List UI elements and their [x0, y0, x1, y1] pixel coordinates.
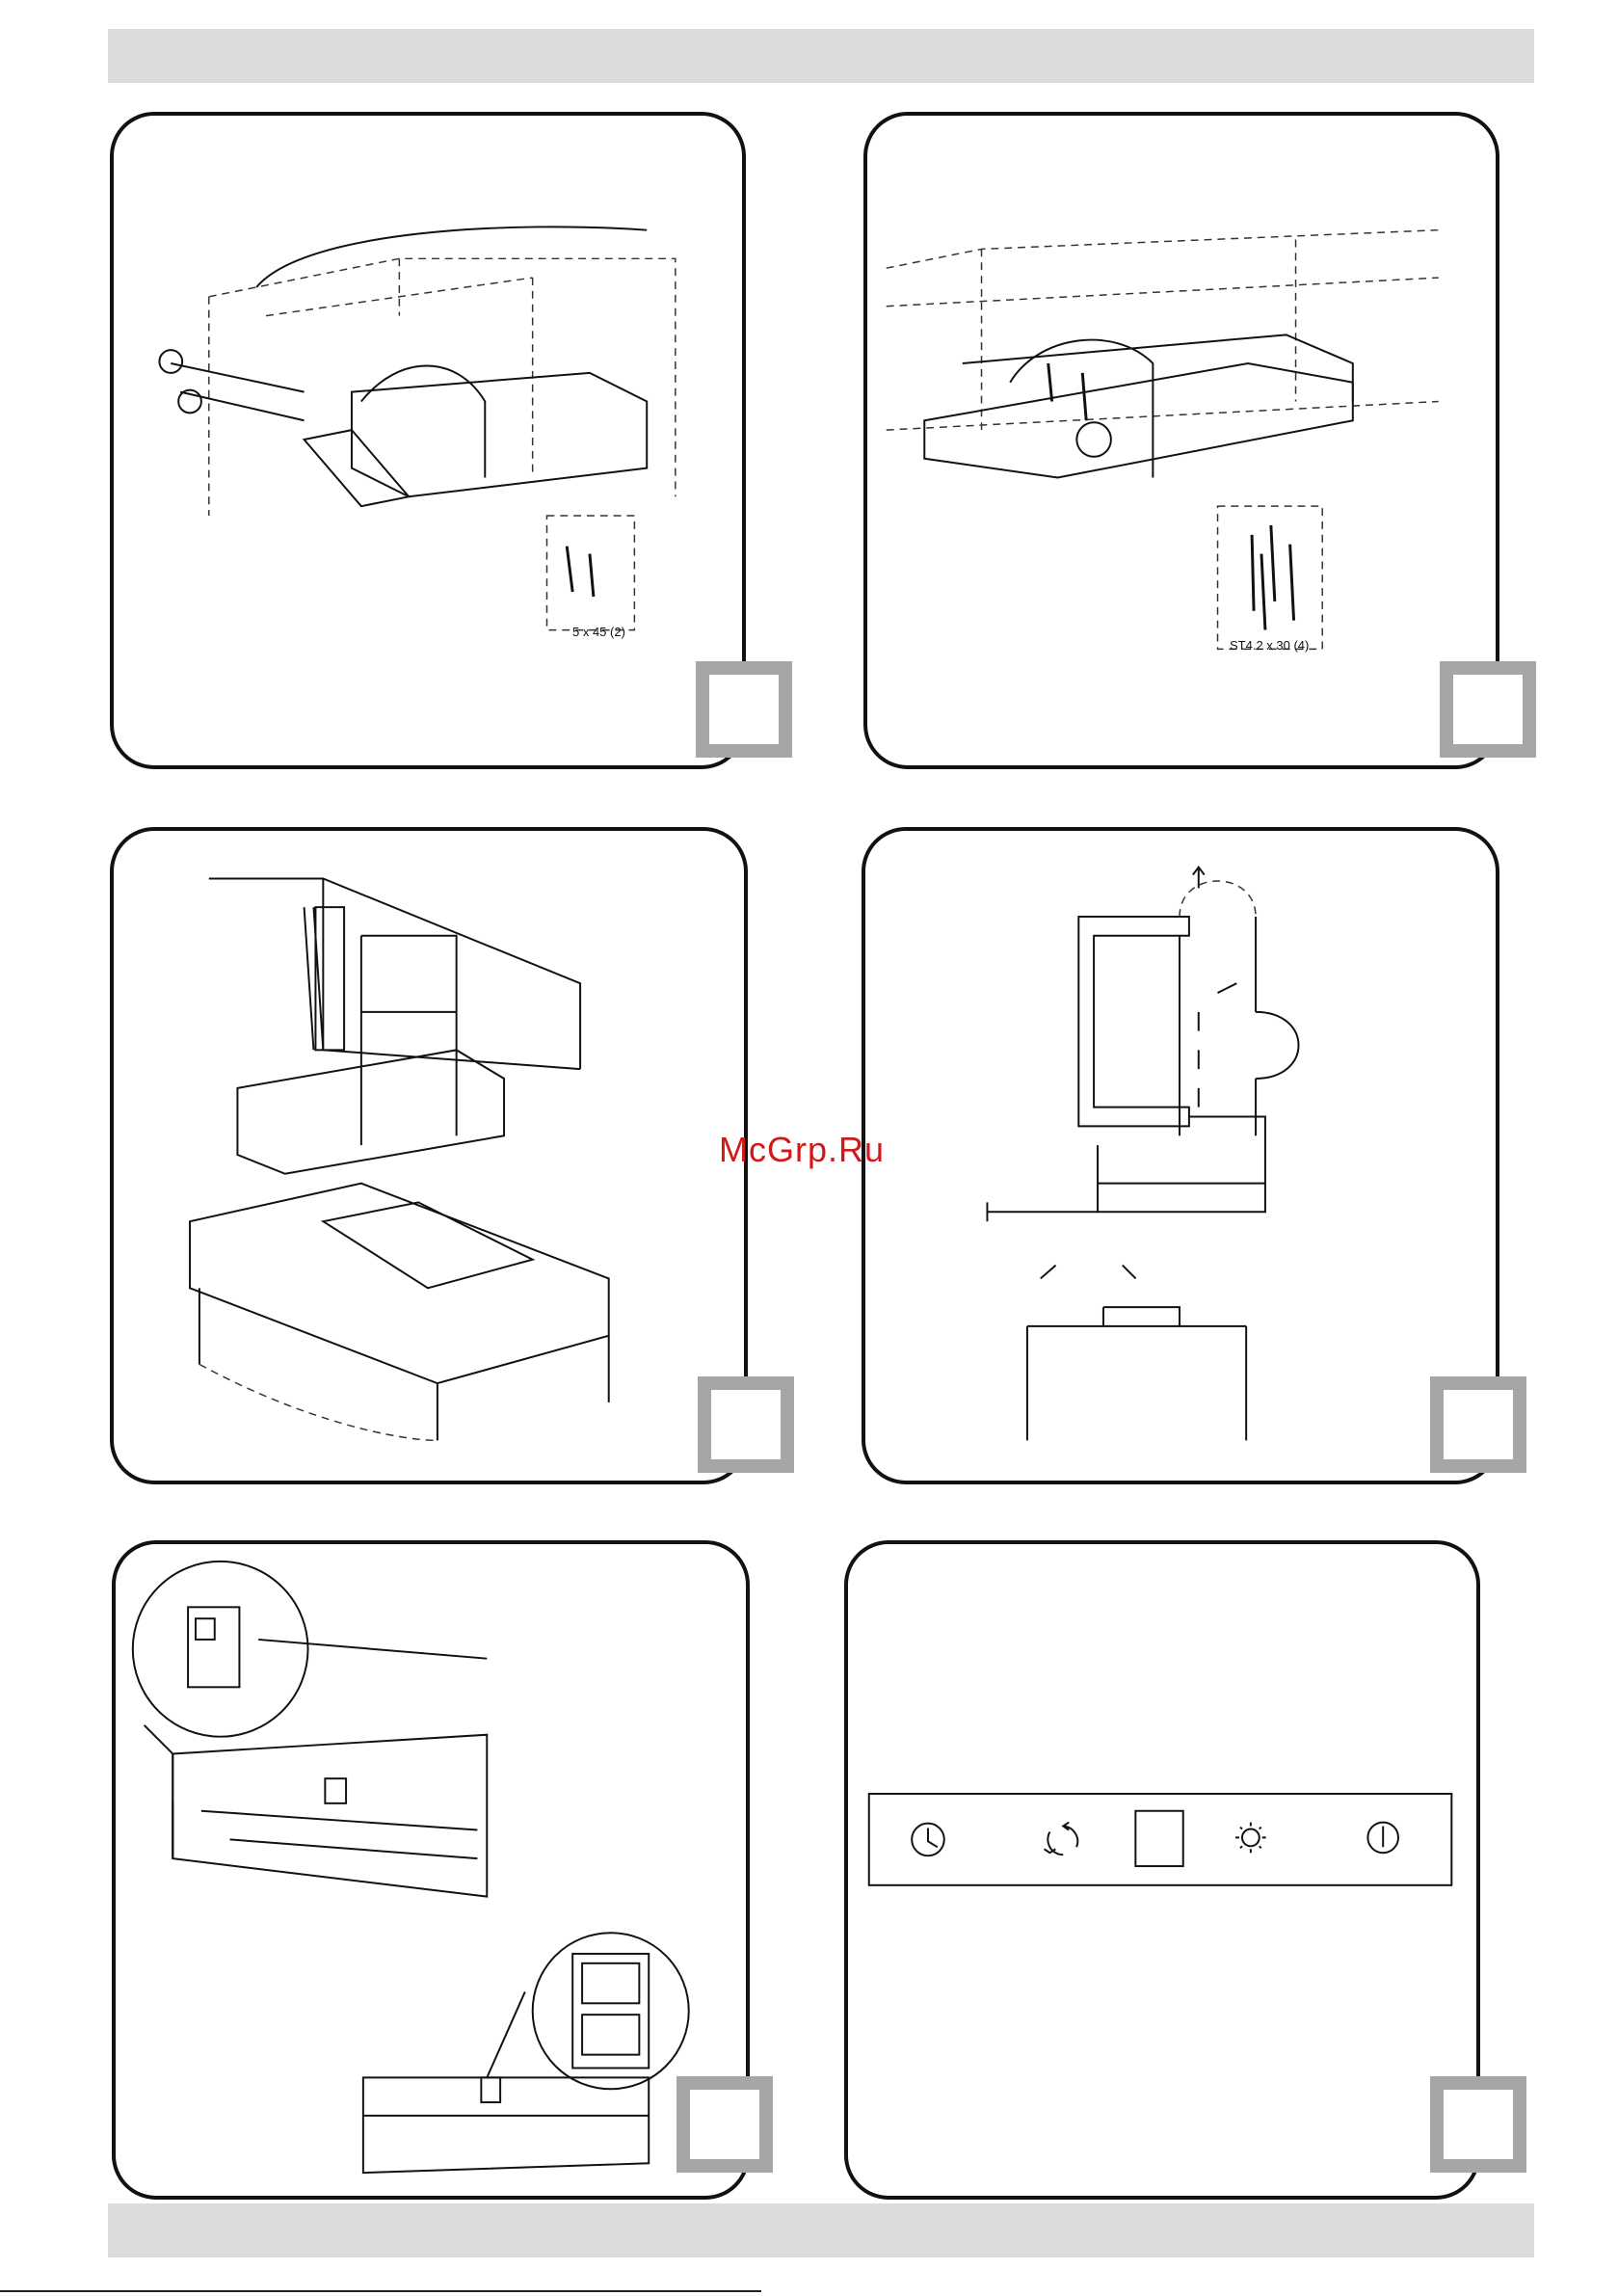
step-number-box-1	[696, 661, 792, 758]
panel-4-illustration	[865, 831, 1496, 1481]
panel-5-illustration	[116, 1544, 746, 2196]
step-number-box-3	[698, 1376, 794, 1473]
step-number-box-4	[1430, 1376, 1526, 1473]
panel-1: 5 x 45 (2)	[110, 112, 746, 769]
watermark: McGrp.Ru	[719, 1130, 885, 1170]
screw-label-1: 5 x 45 (2)	[572, 625, 625, 639]
panel-4	[862, 827, 1499, 1484]
panel-2-illustration	[867, 116, 1496, 765]
panel-6	[844, 1540, 1480, 2200]
light-icon	[1235, 1823, 1266, 1854]
step-number-box-6	[1430, 2076, 1526, 2173]
panel-3	[110, 827, 748, 1484]
step-number-box-5	[676, 2076, 773, 2173]
bottom-rule	[0, 2290, 761, 2292]
clock-icon	[912, 1824, 944, 1856]
panel-2: ST4.2 x 30 (4)	[863, 112, 1499, 769]
step-number-box-2	[1440, 661, 1536, 758]
power-icon	[1367, 1823, 1398, 1854]
panel-1-illustration	[114, 116, 742, 765]
blank-button[interactable]	[1135, 1811, 1182, 1866]
fan-icon	[1045, 1823, 1078, 1855]
screw-label-2: ST4.2 x 30 (4)	[1230, 638, 1309, 653]
header-bar	[108, 29, 1534, 83]
control-panel-illustration	[848, 1544, 1476, 2196]
panel-3-illustration	[114, 831, 744, 1481]
footer-bar	[108, 2203, 1534, 2257]
panel-5	[112, 1540, 750, 2200]
